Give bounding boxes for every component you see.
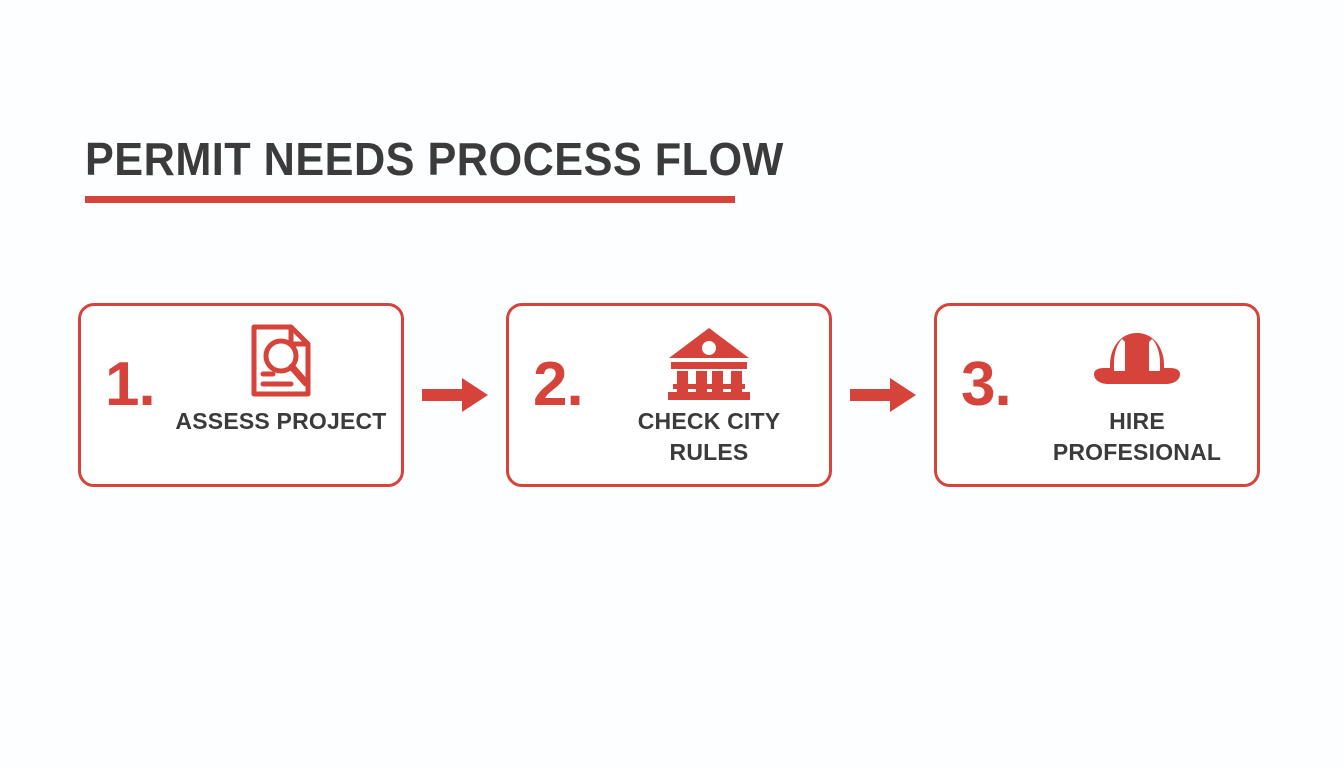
step-number-1: 1.: [105, 350, 156, 419]
step-content-2: CHECK CITY RULES: [601, 322, 817, 472]
flow-step-card-2[interactable]: 2.: [506, 303, 832, 487]
hard-hat-icon: [1090, 322, 1184, 400]
step-number-3: 3.: [961, 350, 1012, 419]
title-block: PERMIT NEEDS PROCESS FLOW: [85, 136, 828, 203]
flow-step-card-1[interactable]: 1. ASSE: [78, 303, 404, 487]
step-label-2: CHECK CITY RULES: [637, 408, 781, 465]
step-number-2: 2.: [533, 350, 584, 419]
page-title: PERMIT NEEDS PROCESS FLOW: [85, 133, 784, 185]
flow-step-card-3[interactable]: 3. HIRE PROFESIONAL: [934, 303, 1260, 487]
step-label-1: ASSESS PROJECT: [175, 408, 387, 434]
step-label-3: HIRE PROFESIONAL: [1052, 408, 1222, 465]
government-building-icon: [667, 322, 751, 400]
process-flow: 1. ASSE: [78, 303, 1260, 487]
document-search-icon: [246, 322, 316, 400]
step-content-3: HIRE PROFESIONAL: [1029, 322, 1245, 472]
step-content-1: ASSESS PROJECT: [173, 322, 389, 472]
arrow-right-icon-1: [404, 378, 506, 412]
arrow-right-icon-2: [832, 378, 934, 412]
title-underline-rule: [85, 196, 735, 203]
